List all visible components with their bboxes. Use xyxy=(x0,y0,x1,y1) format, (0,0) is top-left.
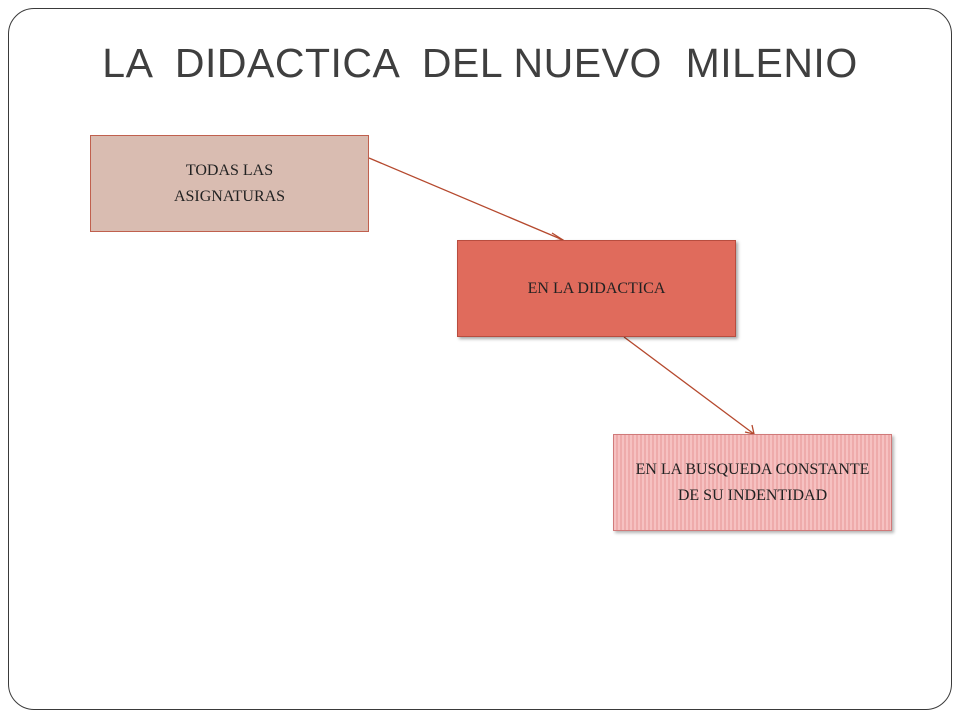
slide-title: LA DIDACTICA DEL NUEVO MILENIO xyxy=(102,40,858,86)
connector-arrow-2 xyxy=(623,336,755,435)
box-label: TODAS LAS ASIGNATURAS xyxy=(173,161,286,205)
connector-arrow-1 xyxy=(368,157,564,241)
box-todas-las-asignaturas: TODAS LAS ASIGNATURAS xyxy=(90,135,369,232)
box-label: EN LA DIDACTICA xyxy=(527,279,666,297)
box-label: EN LA BUSQUEDA CONSTANTE DE SU INDENTIDA… xyxy=(635,460,870,504)
slide-frame xyxy=(8,8,952,710)
box-en-la-didactica: EN LA DIDACTICA xyxy=(457,240,736,337)
box-en-la-busqueda: EN LA BUSQUEDA CONSTANTE DE SU INDENTIDA… xyxy=(613,434,892,531)
